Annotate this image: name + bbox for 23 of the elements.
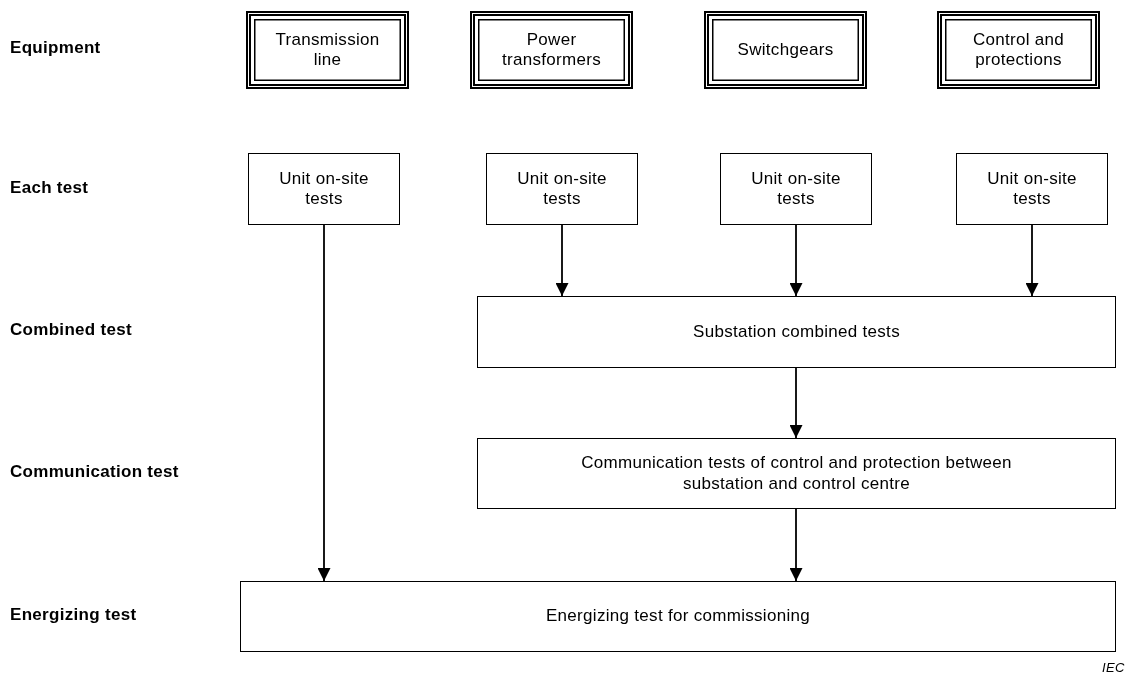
process-box: Unit on-site tests bbox=[956, 153, 1108, 225]
arrow bbox=[789, 367, 803, 439]
process-box: Energizing test for commissioning bbox=[240, 581, 1116, 652]
source-note: IEC bbox=[1102, 660, 1125, 675]
process-box: Unit on-site tests bbox=[720, 153, 872, 225]
equipment-box: Transmission line bbox=[246, 11, 409, 89]
row-label: Combined test bbox=[10, 320, 132, 340]
equipment-box: Control and protections bbox=[937, 11, 1100, 89]
process-box: Unit on-site tests bbox=[486, 153, 638, 225]
equipment-box: Power transformers bbox=[470, 11, 633, 89]
process-box: Communication tests of control and protection between substation and control centre bbox=[477, 438, 1116, 509]
arrow bbox=[789, 224, 803, 297]
row-label: Energizing test bbox=[10, 605, 137, 625]
process-box: Unit on-site tests bbox=[248, 153, 400, 225]
equipment-box: Switchgears bbox=[704, 11, 867, 89]
arrow bbox=[555, 224, 569, 297]
arrow bbox=[1025, 224, 1039, 297]
arrow bbox=[789, 508, 803, 582]
row-label: Equipment bbox=[10, 38, 101, 58]
row-label: Communication test bbox=[10, 462, 179, 482]
arrow bbox=[317, 224, 331, 582]
row-label: Each test bbox=[10, 178, 89, 198]
process-box: Substation combined tests bbox=[477, 296, 1116, 368]
